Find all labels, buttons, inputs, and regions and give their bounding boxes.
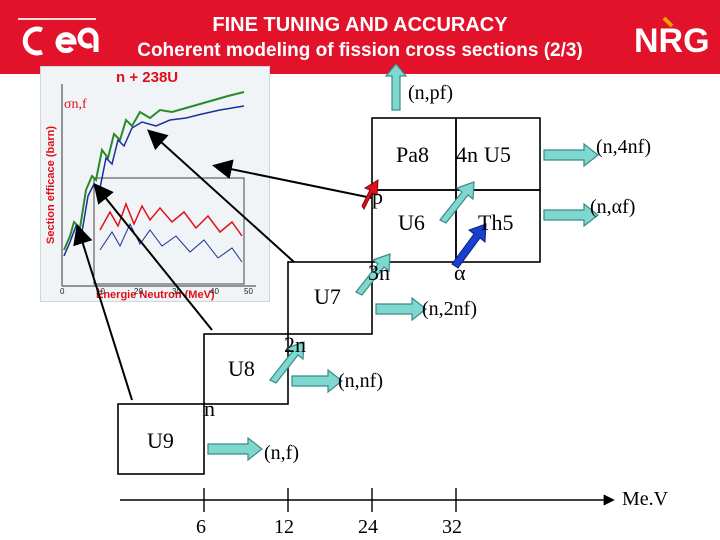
inset-curve-blue (63, 105, 245, 257)
emission-3n: 3n (368, 260, 390, 285)
nucleus-u7: U7 (314, 284, 341, 309)
plot-pointer-arrows (73, 129, 373, 401)
arrow-npf (384, 63, 408, 111)
inset-curve-zoom (99, 222, 243, 263)
energy-tick-label: 6 (196, 516, 206, 538)
cell-u7 (287, 261, 373, 335)
arrow-naf (543, 202, 599, 228)
cross-section-plot (40, 66, 270, 302)
nucleus-pa8: Pa8 (396, 142, 429, 167)
inset-xtick: 20 (134, 287, 143, 296)
cea-logo (12, 8, 102, 66)
reaction-n2nf: (n,2nf) (422, 298, 477, 320)
nucleus-u9: U9 (147, 428, 174, 453)
nuclide-staircase (117, 117, 541, 475)
inset-xtick: 30 (172, 287, 181, 296)
arrow-n2nf (375, 296, 427, 322)
reaction-nnf: (n,nf) (338, 370, 383, 392)
energy-tick-label: 24 (358, 516, 378, 538)
inset-curve-red (99, 201, 243, 237)
svg-text:NRG: NRG (634, 22, 710, 60)
emission-p: p (372, 184, 383, 209)
arrow-n4nf (543, 142, 599, 168)
arrow-nnf (291, 368, 343, 394)
nucleus-u5: U5 (484, 142, 511, 167)
inset-xtick: 40 (210, 287, 219, 296)
reaction-npf: (n,pf) (408, 82, 453, 104)
inset-sigma-label: σn,f (64, 97, 87, 112)
emission-4n: 4n (456, 142, 478, 167)
inset-xtick: 10 (96, 287, 105, 296)
reaction-naf: (n,αf) (590, 196, 636, 218)
nucleus-th5: Th5 (478, 210, 514, 235)
arrow-u9-threshold (73, 224, 133, 401)
arrow-u8-threshold (93, 182, 213, 331)
emission-alpha: α (454, 260, 466, 285)
cell-u9 (117, 403, 205, 475)
arrow-2n-emission (269, 341, 305, 384)
energy-axis (120, 488, 615, 512)
inset-xlabel: Energie Neutron (MeV) (96, 289, 215, 301)
page-subtitle: Coherent modeling of fission cross secti… (137, 40, 583, 61)
inset-plot-content (61, 84, 256, 287)
cell-u5 (455, 117, 541, 191)
nucleus-u8: U8 (228, 356, 255, 381)
arrow-alpha-emission (451, 223, 487, 269)
inset-title: n + 238U (116, 69, 178, 86)
reaction-nf: (n,f) (264, 442, 299, 464)
nucleus-u6: U6 (398, 210, 425, 235)
arrow-4n-emission (439, 181, 475, 224)
header-bar (0, 0, 720, 74)
arrow-nf (207, 436, 263, 462)
cell-u8 (203, 333, 289, 405)
inset-ylabel: Section efficace (barn) (45, 126, 57, 244)
inset-zoom-box (93, 177, 245, 285)
energy-tick-label: 32 (442, 516, 462, 538)
inset-curve-green (63, 91, 245, 251)
energy-unit: Me.V (622, 488, 669, 510)
page-title: FINE TUNING AND ACCURACY (212, 14, 508, 36)
inset-xtick: 50 (244, 287, 253, 296)
arrow-proton-emission (361, 179, 379, 210)
arrow-u7-threshold (147, 129, 295, 263)
arrow-u6-threshold (212, 159, 373, 199)
emission-2n: 2n (284, 332, 306, 357)
reaction-n4nf: (n,4nf) (596, 136, 651, 158)
inset-xtick: 0 (60, 287, 65, 296)
arrow-3n-emission (355, 253, 391, 296)
energy-tick-label: 12 (274, 516, 294, 538)
emission-n: n (204, 396, 215, 421)
nrg-logo: NRG (634, 16, 710, 60)
reaction-arrows (207, 63, 599, 462)
